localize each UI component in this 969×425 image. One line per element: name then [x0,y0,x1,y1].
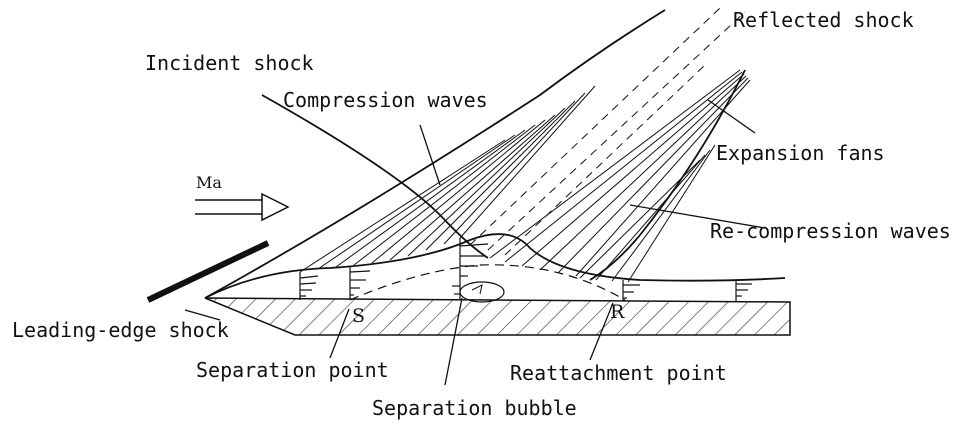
recompression-waves [579,144,716,283]
expansion-boundary-line [589,69,746,281]
label-compression-waves: Compression waves [283,88,488,112]
expansion-fans [489,69,751,277]
boundary-layer-edge [204,233,786,299]
eddy-arrow [471,284,483,295]
label-reflected-shock: Reflected shock [733,8,914,32]
leader-lines [184,99,766,386]
label-reattachment-marker: R [610,301,625,323]
leading-edge-shock-line [204,9,666,299]
label-leading-edge-shock: Leading-edge shock [12,318,229,342]
label-separation-marker: S [352,305,365,327]
label-mach: Ma [196,173,222,192]
label-recompression-waves: Re-compression waves [710,219,951,243]
label-reattachment-point: Reattachment point [510,361,727,385]
reflected-shock-lines [469,7,746,256]
velocity-profiles [299,238,752,301]
plate-wall [204,297,791,336]
label-incident-shock: Incident shock [145,51,314,75]
dividing-streamline [349,264,626,301]
label-expansion-fans: Expansion fans [716,141,885,165]
leading-edge-thick-line [146,240,270,303]
compression-waves [299,85,596,273]
label-separation-point: Separation point [196,358,389,382]
mach-arrow [195,192,290,222]
label-separation-bubble: Separation bubble [372,396,577,420]
